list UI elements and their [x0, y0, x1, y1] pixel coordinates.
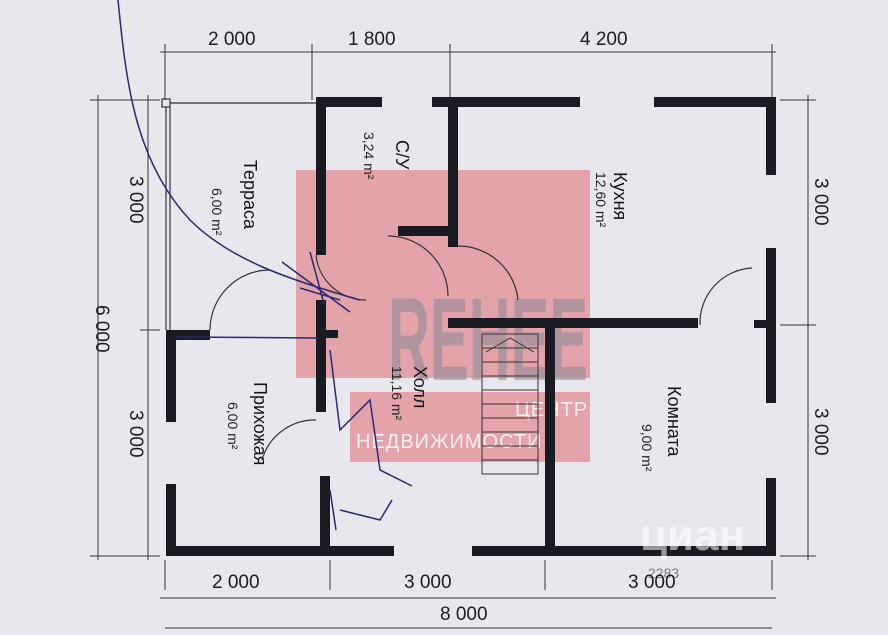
room-kitchen-name: Кухня [610, 172, 630, 220]
room-terrace-name: Терраса [240, 160, 260, 230]
watermark-red-block [296, 170, 590, 378]
room-entry-area: 6,00 m² [225, 402, 241, 450]
staircase [481, 333, 539, 475]
dim-bottom-3: 3 000 [628, 572, 676, 593]
dim-right-upper: 3 000 [810, 178, 831, 226]
room-room-area: 9,00 m² [639, 424, 655, 472]
dim-top-3: 4 200 [580, 29, 628, 50]
room-terrace-area: 6,00 m² [209, 188, 225, 236]
room-su-area: 3,24 m² [361, 132, 377, 180]
room-hall-area: 11,16 m² [389, 366, 405, 421]
dim-bottom-total: 8 000 [440, 604, 488, 625]
walls [166, 97, 776, 556]
terrace-rail [161, 98, 316, 330]
handwritten-marks [117, 0, 413, 531]
dimension-labels: 2 000 1 800 4 200 2 000 3 000 3 000 8 00… [91, 29, 831, 625]
cian-logo-text: циан [640, 511, 745, 560]
room-hall-name: Холл [410, 366, 430, 408]
room-kitchen-area: 12,60 m² [593, 172, 609, 228]
dim-bottom-1: 2 000 [212, 572, 260, 593]
room-room-name: Комната [664, 386, 684, 457]
dim-left-total: 6 000 [91, 305, 112, 353]
cian-listing-id: 2283 [648, 565, 679, 581]
dim-top-2: 1 800 [348, 29, 396, 50]
room-entry-name: Прихожая [250, 382, 270, 465]
dimension-lines [90, 44, 816, 629]
room-su-name: С/У [392, 140, 412, 170]
dim-left-lower: 3 000 [125, 410, 146, 458]
dim-left-upper: 3 000 [125, 176, 146, 224]
dim-top-1: 2 000 [208, 29, 256, 50]
cian-watermark: циан 2283 [640, 511, 745, 581]
dim-right-lower: 3 000 [810, 408, 831, 456]
room-labels: С/У 3,24 m² Терраса 6,00 m² Кухня 12,60 … [209, 132, 684, 472]
watermark-line2: НЕДВИЖИМОСТИ [356, 431, 542, 453]
dim-bottom-2: 3 000 [404, 572, 452, 593]
